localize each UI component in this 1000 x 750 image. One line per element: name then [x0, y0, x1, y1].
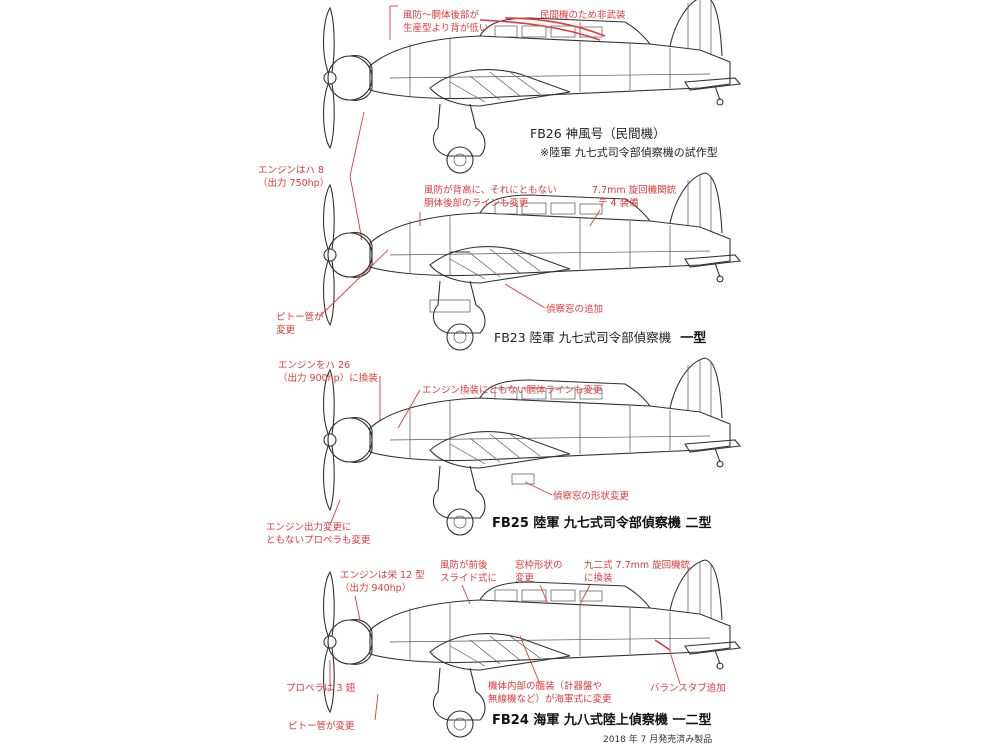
fb24-note-balance-tab: バランスタブ追加 — [650, 682, 726, 694]
fb23-note-canopy-2: 胴体後部のラインも変更 — [424, 197, 529, 209]
fb23-note-window: 偵察窓の追加 — [546, 303, 603, 315]
fb24-note-engine-1: エンジンは栄 12 型 — [340, 569, 425, 581]
fb24-note-prop: プロペラは 3 翅 — [286, 682, 356, 694]
fb23-note-pitot-2: 変更 — [276, 324, 296, 336]
fb25-aircraft-drawing — [322, 357, 741, 536]
fb23-note-canopy-1: 風防が背高に、それにともない — [424, 184, 557, 196]
fb25-note-prop-1: エンジン出力変更に — [266, 521, 352, 533]
fb25-note-engine-2: （出力 900hp）に換装 — [278, 372, 378, 384]
fb24-notes: エンジンは栄 12 型 （出力 940hp） 風防が前後 スライド式に 窓枠形状… — [286, 559, 726, 732]
shared-engine-note: エンジンはハ 8 （出力 750hp） — [258, 111, 365, 241]
fb24-note-gun-1: 九二式 7.7mm 旋回機銃 — [584, 559, 691, 571]
fb25-note-window: 偵察窓の形状変更 — [553, 490, 630, 502]
fb26-note-canopy-2: 生産型より背が低い — [403, 22, 488, 34]
fb24-note-interior-2: 無線機など）が海軍式に変更 — [488, 693, 612, 705]
fb24-note-pitot: ピトー管が変更 — [288, 720, 355, 732]
fb24-note-canopy-1: 風防が前後 — [440, 559, 488, 571]
fb25-note-fuselage: エンジン換装にともない胴体ラインも変更 — [422, 384, 603, 396]
fb24-note-gun-2: に換装 — [584, 572, 613, 584]
fb24-note-canopy-2: スライド式に — [440, 572, 497, 584]
fb24-note-engine-2: （出力 940hp） — [340, 582, 411, 594]
shared-note-output: （出力 750hp） — [258, 177, 329, 189]
fb23-title-bold: 一型 — [680, 330, 706, 346]
fb24-note-frame-1: 窓枠形状の — [515, 559, 563, 571]
fb26-aircraft-drawing — [322, 0, 741, 174]
fb26-title: FB26 神風号（民間機） — [530, 126, 666, 141]
fb23-title: FB23 陸軍 九七式司令部偵察機 一型 — [494, 327, 706, 346]
fb24-note-frame-2: 変更 — [515, 572, 535, 584]
footer-release-note: 2018 年 7 月発売済み製品 — [603, 733, 712, 745]
fb24-aircraft-drawing — [322, 559, 741, 738]
fb23-note-pitot-1: ピトー管が — [276, 311, 324, 323]
fb25-note-engine-1: エンジンをハ 26 — [278, 360, 350, 371]
fb23-aircraft-drawing — [322, 172, 741, 351]
fb26-note-unarmed: 民間機のため非武装 — [540, 9, 626, 21]
fb26-notes: 風防〜胴体後部が 生産型より背が低い 民間機のため非武装 — [389, 5, 626, 40]
fb23-title-main: FB23 陸軍 九七式司令部偵察機 — [494, 330, 672, 345]
fb25-notes: エンジンをハ 26 （出力 900hp）に換装 エンジン換装にともない胴体ライン… — [266, 360, 630, 546]
fb23-note-gun-1: 7.7mm 旋回機関銃 — [592, 184, 677, 196]
fb24-note-interior-1: 機体内部の艤装（計器盤や — [488, 680, 602, 692]
fb24-title: FB24 海軍 九八式陸上偵察機 一二型 — [492, 712, 711, 728]
shared-note-engine: エンジンはハ 8 — [258, 165, 324, 176]
fb25-note-prop-2: ともないプロペラも変更 — [266, 534, 371, 546]
fb26-note-canopy-1: 風防〜胴体後部が — [403, 9, 480, 21]
fb23-note-gun-2: テ 4 装備 — [598, 197, 639, 209]
fb26-subtitle: ※陸軍 九七式司令部偵察機の試作型 — [540, 145, 718, 159]
fb23-notes: 風防が背高に、それにともない 胴体後部のラインも変更 7.7mm 旋回機関銃 テ… — [276, 184, 677, 336]
fb25-title: FB25 陸軍 九七式司令部偵察機 二型 — [492, 515, 711, 531]
